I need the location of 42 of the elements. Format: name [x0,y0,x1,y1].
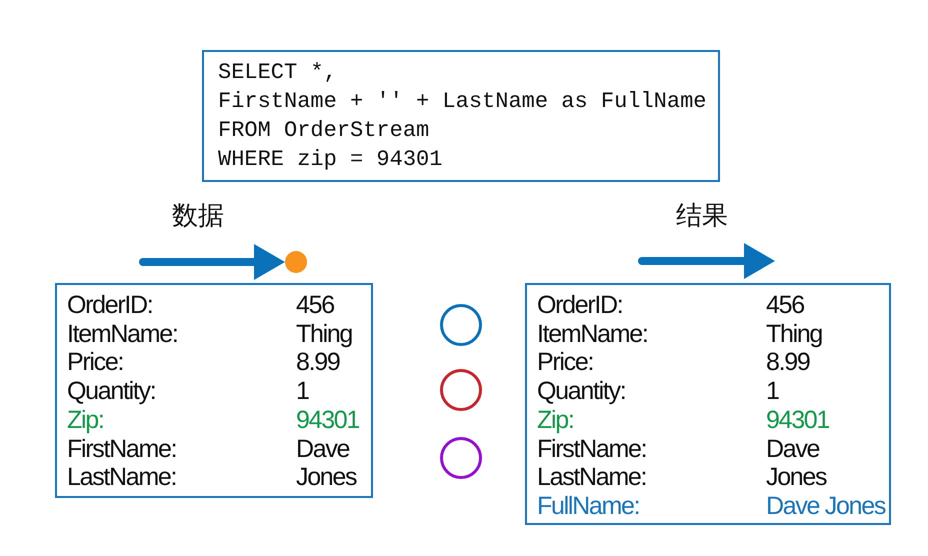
field-value: 94301 [766,406,830,435]
field-name: Zip: [537,406,574,435]
field-name: Quantity: [537,377,626,406]
code-line: FROM OrderStream [218,117,430,145]
query-panel [202,50,720,182]
field-value: 8.99 [766,348,810,378]
field-name: FirstName: [537,434,646,464]
field-name: LastName: [67,463,176,492]
code-line: SELECT *, [218,59,337,87]
field-name: ItemName: [67,320,178,348]
field-value: 1 [296,377,309,406]
ring-icon [440,304,482,346]
field-value: 8.99 [296,348,340,378]
field-value: Jones [296,463,356,492]
field-value: Dave [766,434,820,464]
record-panel [525,283,891,525]
code-line: WHERE zip = 94301 [218,146,442,174]
field-value: 456 [296,291,334,320]
field-name: LastName: [537,463,646,492]
field-value: Dave Jones [766,492,886,521]
field-name: OrderID: [67,291,152,320]
ring-icon [440,369,482,411]
field-name: Quantity: [67,377,156,406]
field-name: FullName: [537,492,640,521]
field-name: Price: [537,348,594,378]
field-value: Thing [296,320,352,348]
field-name: ItemName: [537,320,648,348]
dot-icon [285,251,307,273]
ring-icon [440,437,482,479]
code-line: FirstName + '' + LastName as FullName [218,88,706,116]
field-value: Dave [296,434,350,464]
edge-label: 数据 [172,201,224,231]
record-panel [55,283,373,498]
field-name: OrderID: [537,291,622,320]
field-name: Price: [67,348,124,378]
field-value: 1 [766,377,779,406]
field-value: 456 [766,291,804,320]
field-name: FirstName: [67,434,176,464]
field-value: 94301 [296,406,360,435]
field-name: Zip: [67,406,104,435]
field-value: Jones [766,463,826,492]
field-value: Thing [766,320,822,348]
